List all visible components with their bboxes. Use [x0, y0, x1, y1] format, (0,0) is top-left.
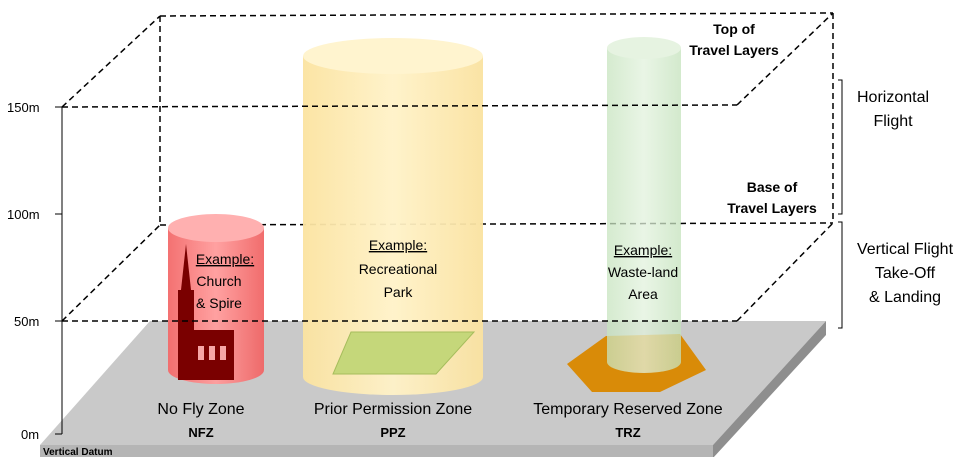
nfz-name: No Fly Zone: [157, 401, 244, 418]
base-layer-label-line1: Base of: [747, 179, 798, 195]
altitude-axis: [55, 106, 63, 435]
vertical-datum-label: Vertical Datum: [43, 447, 113, 457]
ppz-abbr: PPZ: [380, 425, 405, 440]
nfz-example-desc-line1: Church: [196, 273, 241, 289]
trz-name: Temporary Reserved Zone: [533, 401, 723, 418]
trz-example-desc-line1: Waste-land: [608, 264, 678, 280]
nfz-example-label: Example:: [196, 251, 254, 267]
nfz-cylinder: [168, 214, 264, 384]
tick-label-150m: 150m: [7, 100, 40, 115]
trz-cylinder: [567, 37, 706, 392]
tick-label-50m: 50m: [14, 314, 39, 329]
trz-abbr: TRZ: [615, 425, 640, 440]
vertical-flight-label-line1: Vertical Flight: [857, 241, 954, 258]
trz-example-label: Example:: [614, 242, 672, 258]
top-layer-label-line2: Travel Layers: [689, 42, 779, 58]
tick-label-0m: 0m: [21, 427, 39, 442]
ppz-name: Prior Permission Zone: [314, 401, 472, 418]
recreational-park-icon: [332, 331, 476, 375]
horizontal-flight-bracket: [838, 79, 843, 215]
vertical-flight-label-line2: Take-Off: [875, 265, 936, 282]
nfz-abbr: NFZ: [188, 425, 213, 440]
horizontal-flight-label-line2: Flight: [873, 113, 913, 130]
trz-example-desc-line2: Area: [628, 286, 658, 302]
travel-layer-box-front: [61, 12, 834, 322]
ppz-example-desc-line1: Recreational: [359, 261, 438, 277]
tick-label-100m: 100m: [7, 207, 40, 222]
ppz-cylinder: [303, 38, 483, 395]
nfz-example-desc-line2: & Spire: [196, 295, 242, 311]
vertical-flight-label-line3: & Landing: [869, 289, 941, 306]
base-layer-label-line2: Travel Layers: [727, 200, 817, 216]
ppz-example-desc-line2: Park: [384, 284, 414, 300]
top-layer-label-line1: Top of: [713, 21, 755, 37]
travel-layer-box-back: [159, 12, 834, 226]
vertical-flight-bracket: [838, 221, 843, 329]
ppz-example-label: Example:: [369, 237, 427, 253]
horizontal-flight-label-line1: Horizontal: [857, 89, 929, 106]
